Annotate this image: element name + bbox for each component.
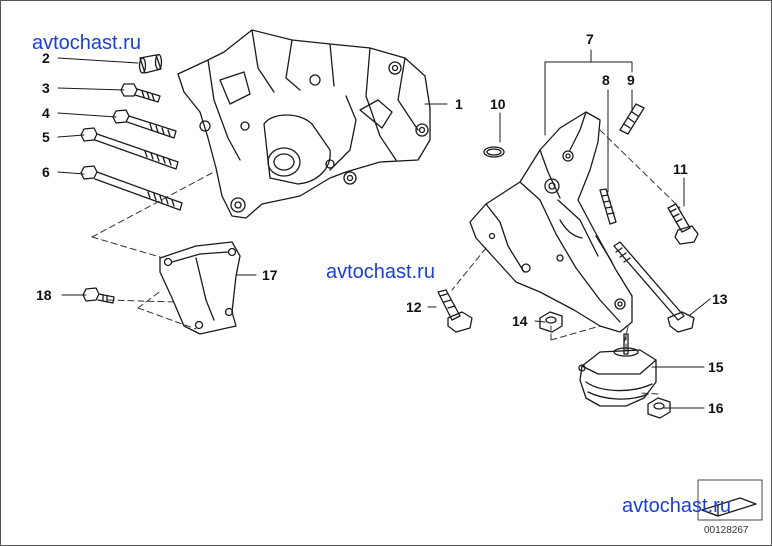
callout-18: 18 xyxy=(36,287,52,303)
hex-bolt-medium-icon xyxy=(112,109,177,139)
callout-11: 11 xyxy=(673,161,688,177)
rubber-engine-mount-icon xyxy=(578,333,657,407)
callout-2: 2 xyxy=(42,50,50,66)
callout-9: 9 xyxy=(627,72,635,88)
hex-bolt-long-icon xyxy=(80,165,183,211)
heat-shield-bracket-icon xyxy=(159,241,241,335)
callout-16: 16 xyxy=(708,400,724,416)
callout-1: 1 xyxy=(455,96,463,112)
stud-bolt-icon xyxy=(599,188,617,225)
watermark-center: avtochast.ru xyxy=(326,261,435,283)
hex-bolt-short-icon xyxy=(120,83,161,103)
o-ring-icon xyxy=(483,146,505,158)
hex-nut-icon xyxy=(647,397,671,419)
leader-lines xyxy=(57,49,711,409)
callout-3: 3 xyxy=(42,80,50,96)
callout-13: 13 xyxy=(712,291,728,307)
hex-bolt-short-icon xyxy=(82,287,115,304)
engine-support-bracket-icon xyxy=(177,29,431,219)
catalog-logo-icon xyxy=(697,479,763,521)
long-bolt-icon xyxy=(613,241,695,333)
engine-mount-arm-icon xyxy=(469,111,633,333)
document-number: 00128267 xyxy=(704,525,749,536)
hex-bolt-icon xyxy=(667,203,699,245)
callout-14: 14 xyxy=(512,313,528,329)
hex-nut-icon xyxy=(539,311,563,333)
callout-7: 7 xyxy=(586,31,594,47)
watermark-bottom-right: avtochast.ru xyxy=(622,495,731,517)
callout-10: 10 xyxy=(490,96,506,112)
callout-15: 15 xyxy=(708,359,724,375)
callout-8: 8 xyxy=(602,72,610,88)
callout-17: 17 xyxy=(262,267,278,283)
callout-12: 12 xyxy=(406,299,422,315)
hex-bolt-icon xyxy=(437,289,473,333)
callout-6: 6 xyxy=(42,164,50,180)
bushing-icon xyxy=(138,53,163,74)
stud-bolt-icon xyxy=(619,103,645,135)
watermark-top-left: avtochast.ru xyxy=(32,32,141,54)
hex-bolt-long-icon xyxy=(80,127,179,170)
callout-5: 5 xyxy=(42,129,50,145)
callout-4: 4 xyxy=(42,105,50,121)
